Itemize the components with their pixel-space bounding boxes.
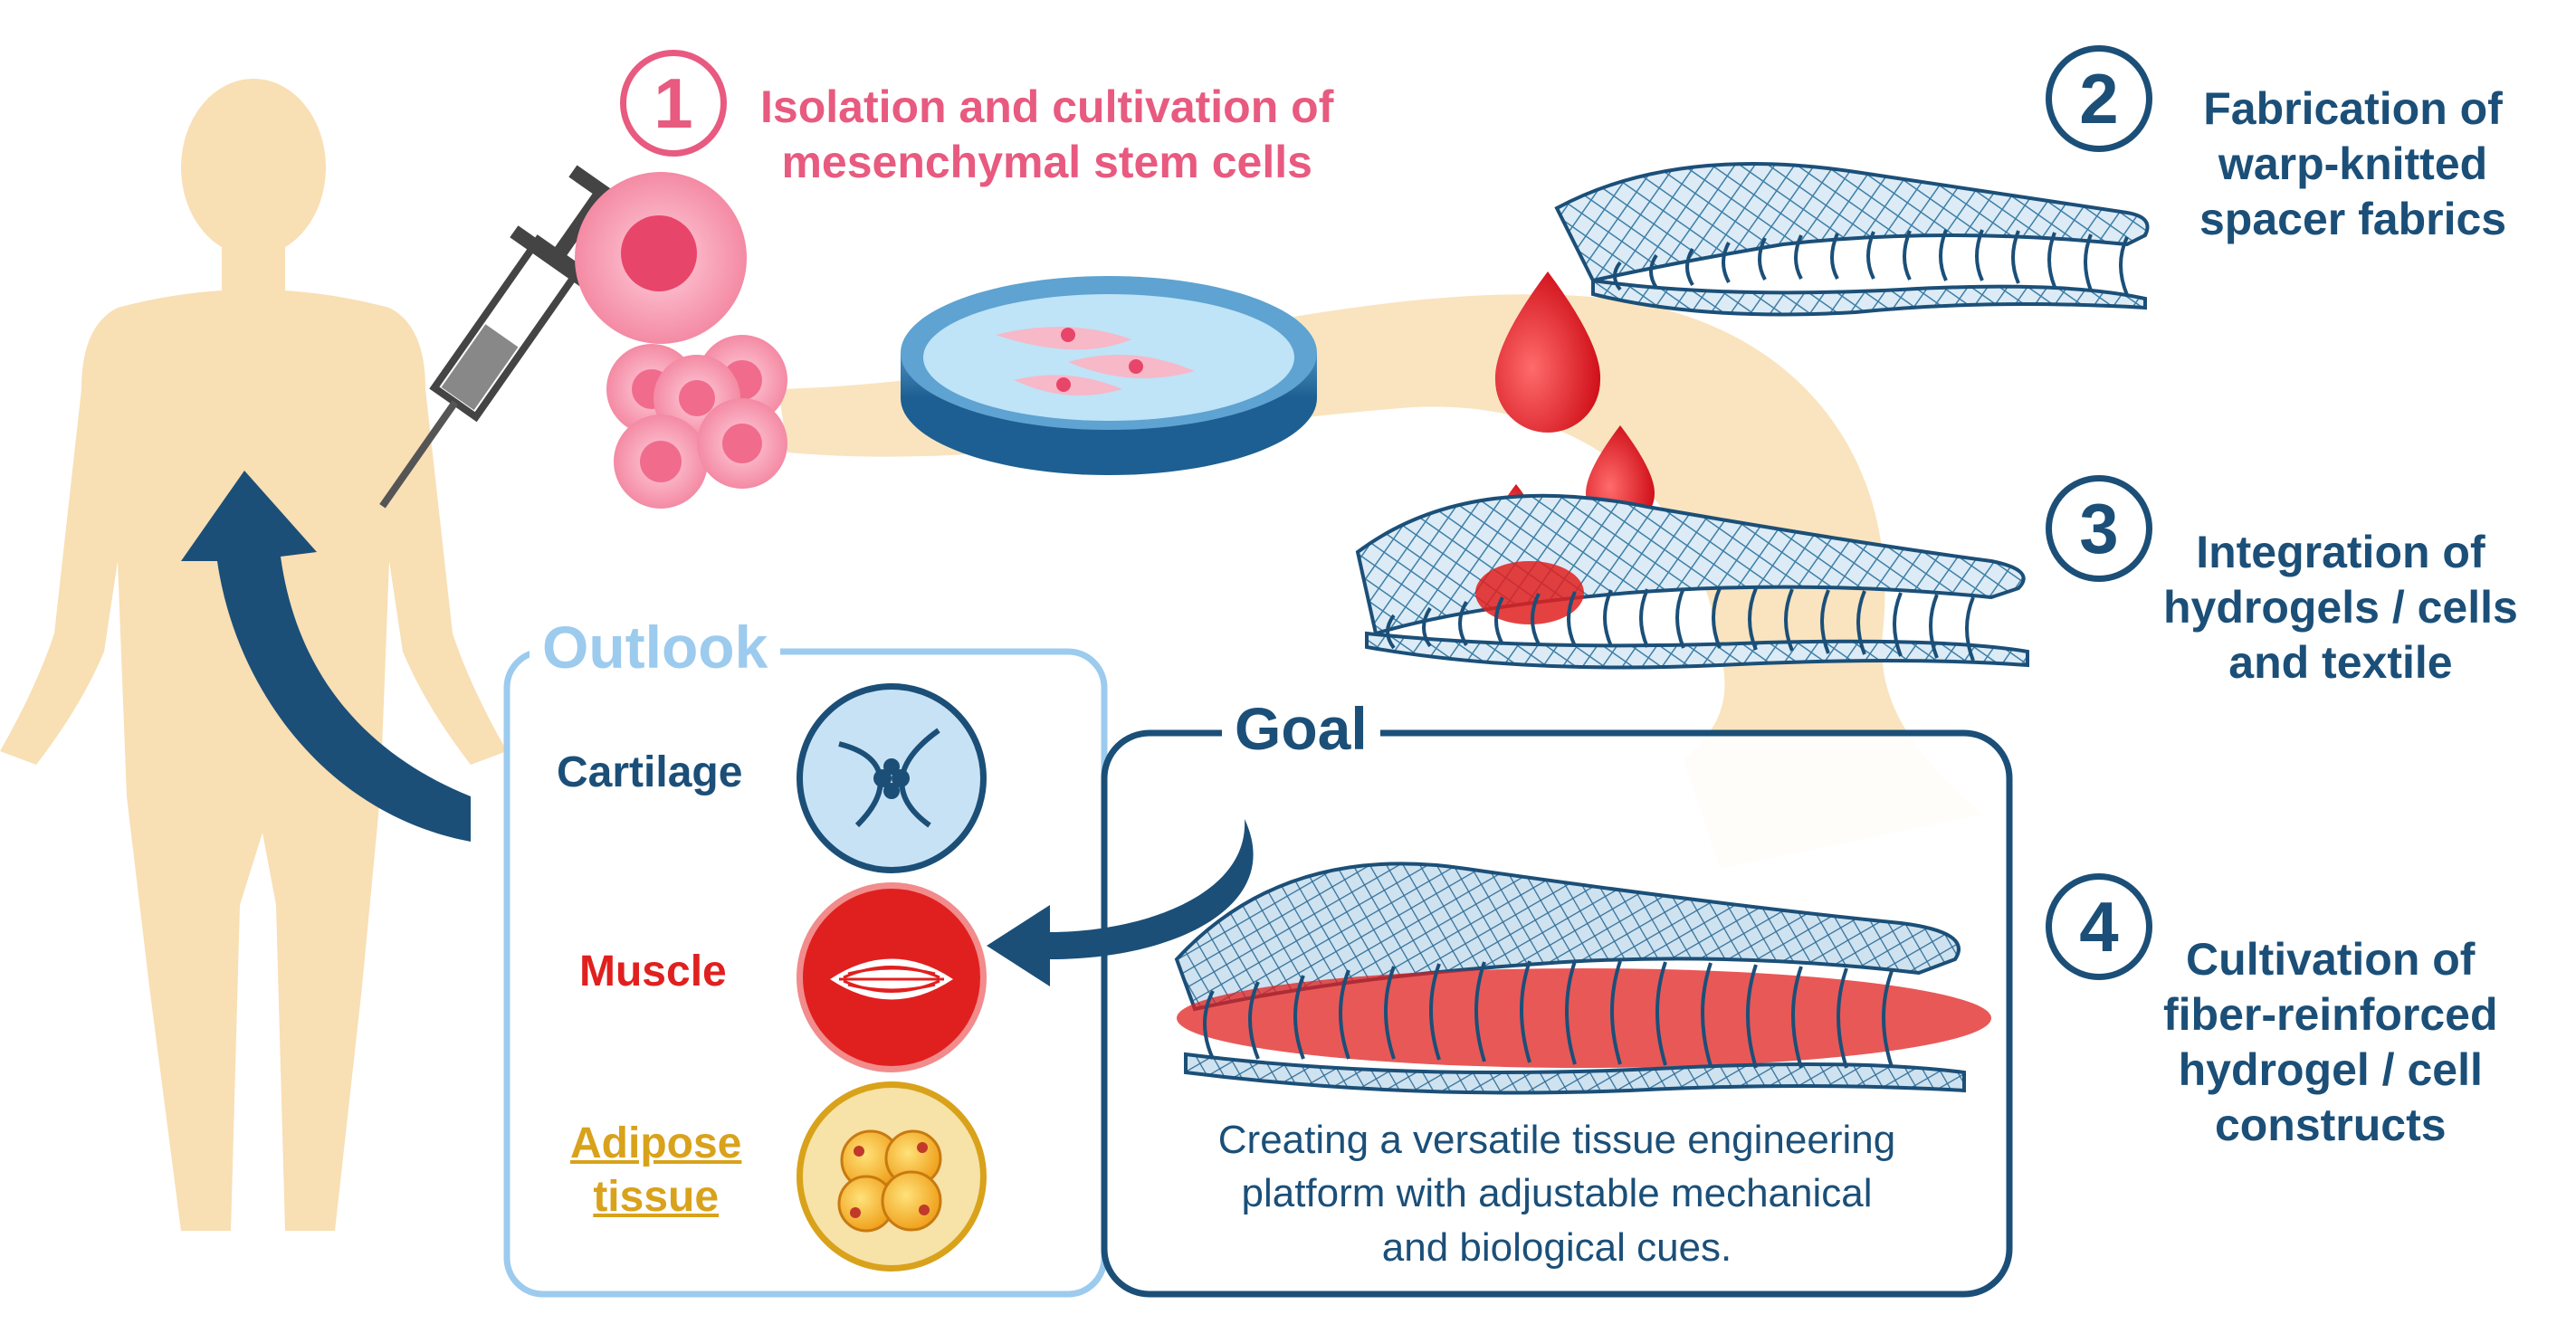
step-1-number: 1 (620, 50, 727, 157)
goal-to-outlook-arrow (987, 819, 1254, 986)
tissue-label-muscle: Muscle (579, 948, 727, 995)
muscle-fiber-icon (797, 882, 987, 1072)
adipose-cells-icon (797, 1081, 987, 1272)
petri-dish-icon (901, 276, 1317, 475)
tissue-label-cartilage: Cartilage (557, 748, 743, 796)
step-4-number: 4 (2046, 873, 2152, 980)
spacer-fabric-step4 (1174, 862, 1991, 1095)
human-body-silhouette (0, 79, 507, 1231)
stem-cells-icon (575, 172, 787, 509)
step-4-label: Cultivation of fiber-reinforced hydrogel… (2163, 934, 2498, 1150)
outlook-title: Outlook (530, 611, 781, 684)
goal-title: Goal (1222, 692, 1380, 766)
tissue-label-adipose: Adipose tissue (570, 1119, 742, 1221)
return-arrow (181, 471, 471, 842)
step-2-number: 2 (2046, 45, 2152, 152)
step-3-number: 3 (2046, 475, 2152, 582)
step-2-label: Fabrication of warp-knitted spacer fabri… (2199, 83, 2507, 244)
spacer-fabric-step2 (1554, 162, 2150, 317)
cartilage-joint-icon (797, 683, 987, 873)
step-3-label: Integration of hydrogels / cells and tex… (2163, 527, 2518, 688)
spacer-fabric-step3 (1355, 493, 2029, 670)
step-1-label: Isolation and cultivation of mesenchymal… (760, 81, 1334, 187)
goal-description: Creating a versatile tissue engineering … (1217, 1118, 1896, 1270)
